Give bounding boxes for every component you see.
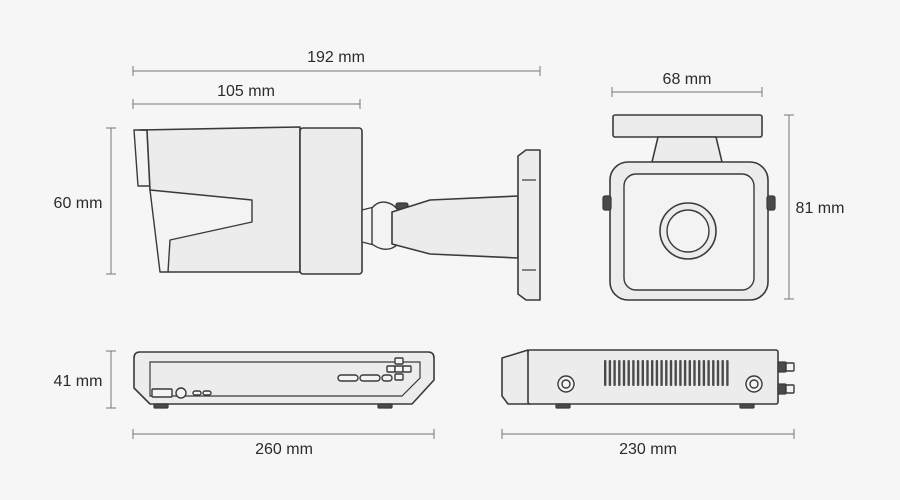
rear-connector-2 — [777, 383, 787, 395]
dimension-label-camera-mount-height: 81 mm — [796, 200, 845, 217]
nvr-foot-right — [377, 403, 393, 409]
vent-slot — [618, 360, 621, 386]
nvr-button-1 — [337, 374, 359, 382]
vent-slot — [604, 360, 607, 386]
dpad-center — [394, 365, 404, 373]
vent-slot — [688, 360, 691, 386]
vent-slot — [726, 360, 729, 386]
nvr-vent-grille — [604, 360, 729, 386]
dpad-right — [402, 365, 412, 373]
vent-slot — [641, 360, 644, 386]
dpad-up — [394, 357, 404, 365]
vent-slot — [636, 360, 640, 386]
rear-connector-2-tip — [785, 384, 795, 394]
vent-slot — [608, 360, 612, 386]
vent-slot — [679, 360, 682, 386]
vent-slot — [674, 360, 677, 386]
dpad-left — [386, 365, 396, 373]
dimension-label-camera-body-length: 105 mm — [217, 83, 275, 100]
vent-slot — [613, 360, 616, 386]
power-button — [175, 387, 187, 399]
camera-mount-arm — [391, 195, 519, 259]
dpad-down — [394, 373, 404, 381]
vent-slot — [655, 360, 659, 386]
nvr-front-panel — [149, 361, 421, 397]
vent-slot — [712, 360, 715, 386]
dimension-label-camera-height: 60 mm — [54, 195, 103, 212]
rear-connector-1 — [777, 361, 787, 373]
camera-mount-base — [517, 149, 541, 301]
dimension-label-nvr-height: 41 mm — [54, 373, 103, 390]
nvr-side-foot-right — [739, 403, 755, 409]
vent-slot — [683, 360, 687, 386]
vent-slot — [665, 360, 668, 386]
nvr-front-view: 41 mm 260 mm — [54, 350, 435, 458]
front-side-tab-right — [766, 195, 776, 211]
nvr-side-bezel — [501, 349, 531, 405]
camera-lens-inner — [666, 209, 710, 253]
nvr-side-view: 230 mm — [501, 349, 795, 458]
indicator-led-2 — [202, 390, 212, 396]
front-mount-stem — [651, 136, 723, 163]
nvr-button-3 — [381, 374, 393, 382]
camera-rear-cap — [299, 127, 363, 275]
vent-slot — [622, 360, 626, 386]
vent-slot — [721, 360, 724, 386]
dimension-label-nvr-depth: 230 mm — [619, 441, 677, 458]
vent-slot — [698, 360, 701, 386]
vent-slot — [707, 360, 710, 386]
camera-body-lower — [149, 189, 253, 273]
vent-slot — [632, 360, 635, 386]
nvr-side-foot-left — [555, 403, 571, 409]
vent-slot — [702, 360, 706, 386]
front-side-tab-left — [602, 195, 612, 211]
usb-port — [151, 388, 173, 398]
front-mount-plate — [612, 114, 763, 138]
camera-side-view: 192 mm 105 mm 60 mm — [54, 49, 541, 301]
dimension-label-nvr-width: 260 mm — [255, 441, 313, 458]
nvr-foot-left — [153, 403, 169, 409]
vent-slot — [693, 360, 696, 386]
indicator-led-1 — [192, 390, 202, 396]
vent-slot — [646, 360, 649, 386]
camera-front-view: 68 mm 81 mm — [602, 71, 845, 301]
vent-slot — [660, 360, 663, 386]
dimension-label-camera-length: 192 mm — [307, 49, 365, 66]
nvr-button-2 — [359, 374, 381, 382]
rear-connector-1-tip — [785, 362, 795, 372]
vent-slot — [669, 360, 673, 386]
vent-slot — [651, 360, 654, 386]
vent-slot — [627, 360, 630, 386]
dimension-label-camera-mount-width: 68 mm — [663, 71, 712, 88]
vent-slot — [716, 360, 720, 386]
